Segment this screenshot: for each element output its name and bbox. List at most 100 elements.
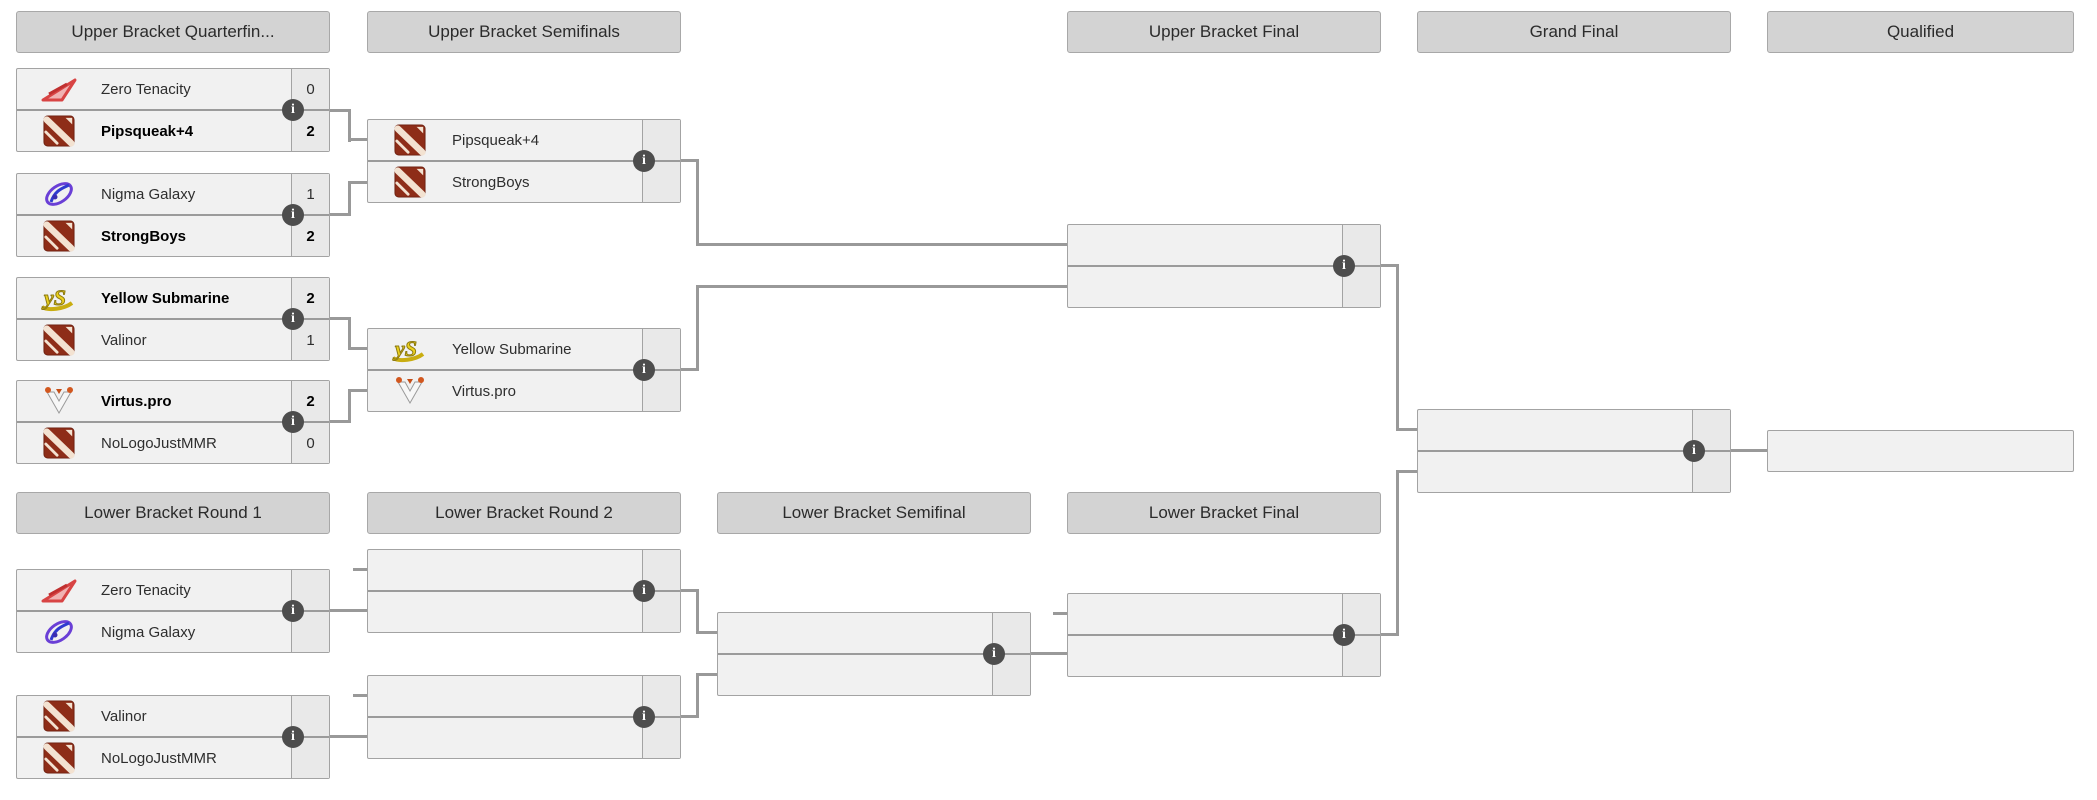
match-divider [17,421,329,423]
team-name[interactable]: Zero Tenacity [101,581,191,599]
team-slot: Pipsqueak+4 2 [17,111,329,151]
match-info-icon[interactable]: i [1333,624,1355,646]
connector-segment [1381,633,1398,636]
dota-default-icon [388,166,432,198]
connector-segment [696,589,699,634]
team-name[interactable]: Yellow Submarine [452,340,572,358]
team-slot: StrongBoys [368,162,680,202]
match-lbr1-2: Valinor NoLogoJustMMR i [16,695,330,779]
svg-text:yS: yS [41,285,66,310]
virtus-pro-icon [388,376,432,406]
match-info-icon[interactable]: i [282,308,304,330]
match-info-icon[interactable]: i [282,411,304,433]
connector-segment [696,243,1067,246]
connector-segment [1731,449,1767,452]
match-info-icon[interactable]: i [282,600,304,622]
connector-segment [1053,612,1067,615]
team-name[interactable]: Pipsqueak+4 [452,131,540,149]
connector-segment [696,673,717,676]
match-info-icon[interactable]: i [282,99,304,121]
match-lb-final: i [1067,593,1381,677]
match-divider [368,369,680,371]
connector-segment [348,181,367,184]
connector-segment [353,568,367,571]
team-slot: Pipsqueak+4 [368,120,680,160]
match-divider [17,736,329,738]
match-info-icon[interactable]: i [282,726,304,748]
match-ubqf-4: Virtus.pro 2 NoLogoJustMMR 0 i [16,380,330,464]
team-name[interactable]: Valinor [101,331,147,349]
team-name[interactable]: NoLogoJustMMR [101,434,217,452]
connector-segment [348,317,351,350]
team-slot [1068,636,1380,676]
match-lbr2-1: i [367,549,681,633]
match-lbr2-2: i [367,675,681,759]
match-info-icon[interactable]: i [282,204,304,226]
zero-tenacity-icon [37,74,81,104]
zero-tenacity-icon [37,575,81,605]
connector-segment [681,159,697,162]
match-info-icon[interactable]: i [633,359,655,381]
round-header-ub-quarterfinals: Upper Bracket Quarterfin... [16,11,330,53]
team-name[interactable]: Pipsqueak+4 [101,122,194,140]
team-score: 2 [291,278,329,318]
round-header-lb-final: Lower Bracket Final [1067,492,1381,534]
team-slot [1068,594,1380,634]
match-ubqf-2: Nigma Galaxy 1 StrongBoys 2 i [16,173,330,257]
match-info-icon[interactable]: i [1333,255,1355,277]
match-divider [1068,634,1380,636]
team-name[interactable]: StrongBoys [101,227,187,245]
connector-segment [348,389,367,392]
team-name[interactable]: Nigma Galaxy [101,623,196,641]
connector-segment [330,213,351,216]
dota-default-icon [37,427,81,459]
team-name[interactable]: Zero Tenacity [101,80,191,98]
match-info-icon[interactable]: i [633,580,655,602]
virtus-pro-icon [37,386,81,416]
connector-segment [330,609,367,612]
match-info-icon[interactable]: i [633,706,655,728]
connector-segment [1396,470,1399,636]
connector-segment [696,673,699,718]
team-name[interactable]: Virtus.pro [101,392,172,410]
team-slot: Nigma Galaxy [17,612,329,652]
match-info-icon[interactable]: i [983,643,1005,665]
round-header-ub-semifinals: Upper Bracket Semifinals [367,11,681,53]
dota-default-icon [37,115,81,147]
connector-segment [330,317,351,320]
team-slot: yS Yellow Submarine [368,329,680,369]
team-slot: NoLogoJustMMR [17,738,329,778]
match-ubsf-2: yS Yellow Submarine Virtus.pro i [367,328,681,412]
team-slot [368,592,680,632]
connector-segment [330,420,351,423]
match-grand-final: i [1417,409,1731,493]
connector-segment [1396,264,1399,431]
team-slot [1068,225,1380,265]
connector-segment [330,109,351,112]
team-name[interactable]: StrongBoys [452,173,530,191]
connector-segment [681,715,697,718]
connector-segment [696,631,717,634]
connector-segment [1396,470,1417,473]
team-name[interactable]: NoLogoJustMMR [101,749,217,767]
match-divider [17,610,329,612]
match-info-icon[interactable]: i [1683,440,1705,462]
round-header-qualified: Qualified [1767,11,2074,53]
team-name[interactable]: Virtus.pro [452,382,516,400]
match-divider [368,716,680,718]
team-name[interactable]: Yellow Submarine [101,289,230,307]
team-slot: yS Yellow Submarine 2 [17,278,329,318]
team-slot: Valinor 1 [17,320,329,360]
team-slot [1068,267,1380,307]
round-header-lb-round1: Lower Bracket Round 1 [16,492,330,534]
match-ubqf-3: yS Yellow Submarine 2 Valinor 1 i [16,277,330,361]
yellow-submarine-icon: yS [388,334,432,364]
team-name[interactable]: Valinor [101,707,147,725]
connector-segment [1396,428,1417,431]
match-info-icon[interactable]: i [633,150,655,172]
team-name[interactable]: Nigma Galaxy [101,185,196,203]
dota-default-icon [37,324,81,356]
svg-text:yS: yS [392,336,417,361]
team-slot: Zero Tenacity 0 [17,69,329,109]
connector-segment [696,285,699,371]
